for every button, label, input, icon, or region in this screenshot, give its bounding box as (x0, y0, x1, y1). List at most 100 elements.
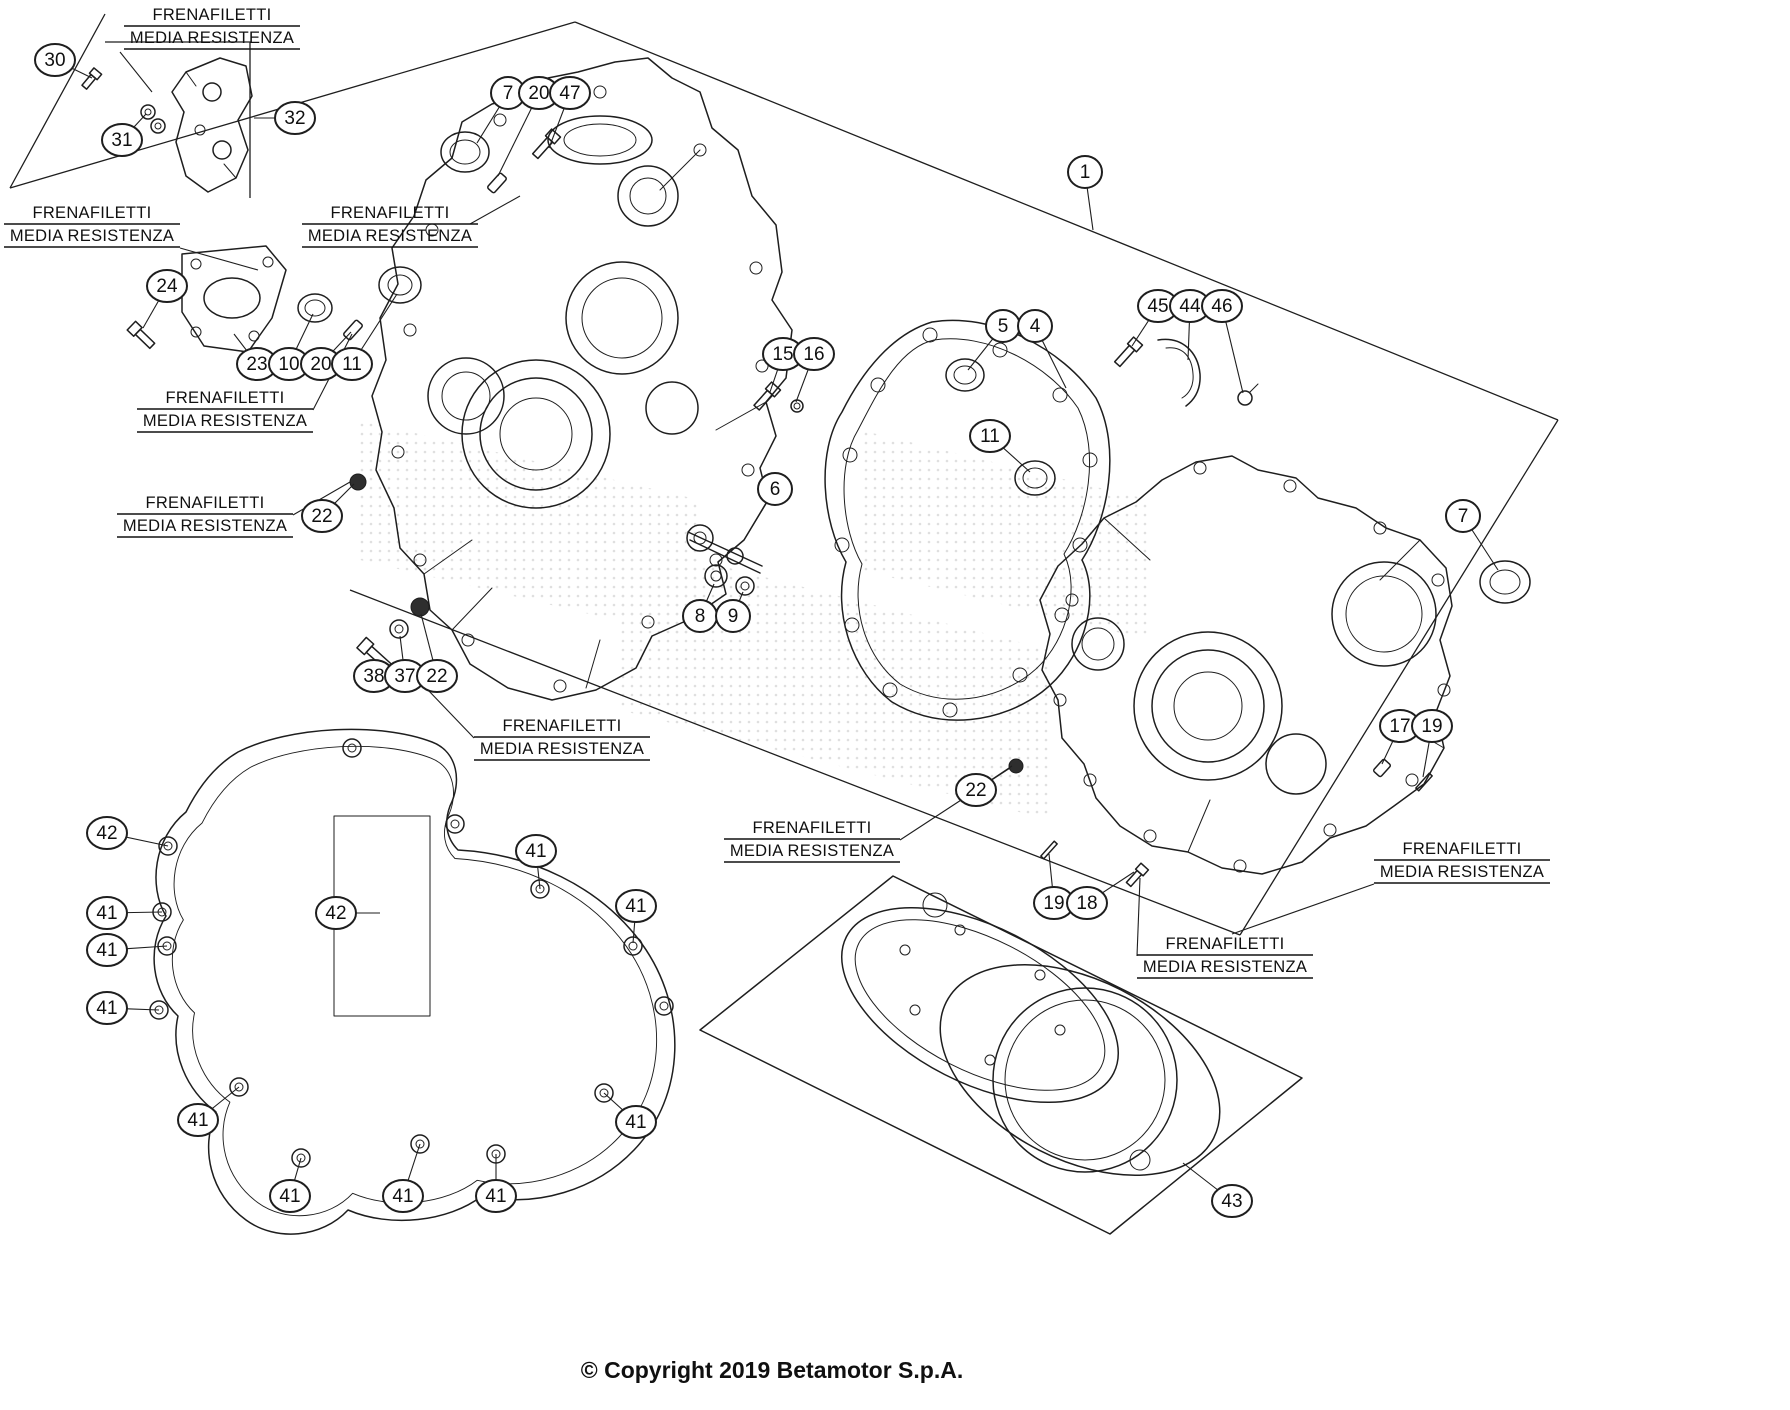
svg-text:FRENAFILETTI: FRENAFILETTI (165, 389, 284, 407)
callout-31: 31 (101, 123, 143, 157)
svg-text:8: 8 (695, 606, 706, 627)
svg-text:MEDIA RESISTENZA: MEDIA RESISTENZA (730, 842, 894, 860)
svg-text:42: 42 (96, 823, 117, 844)
svg-text:38: 38 (363, 666, 384, 687)
svg-text:FRENAFILETTI: FRENAFILETTI (752, 819, 871, 837)
svg-text:43: 43 (1221, 1191, 1242, 1212)
part-22-plug-b (410, 597, 430, 617)
part-22-plug-c (1008, 758, 1024, 774)
halftone-texture (360, 420, 1150, 820)
part-10-bushing (297, 293, 333, 323)
svg-text:MEDIA RESISTENZA: MEDIA RESISTENZA (1143, 958, 1307, 976)
callout-5: 5 (985, 309, 1021, 343)
callout-18: 18 (1066, 886, 1108, 920)
svg-text:15: 15 (772, 344, 793, 365)
svg-text:20: 20 (528, 83, 549, 104)
svg-text:MEDIA RESISTENZA: MEDIA RESISTENZA (123, 517, 287, 535)
svg-text:5: 5 (998, 316, 1009, 337)
svg-text:42: 42 (325, 903, 346, 924)
part-7-bushing-right (1479, 560, 1531, 604)
callout-19: 19 (1033, 886, 1075, 920)
callout-32: 32 (274, 101, 316, 135)
threadlock-label-7: FRENAFILETTI MEDIA RESISTENZA (724, 767, 1011, 863)
svg-text:9: 9 (728, 606, 739, 627)
callout-41: 41 (475, 1179, 517, 1213)
part-30-bolt (81, 67, 103, 90)
svg-text:41: 41 (625, 896, 646, 917)
svg-text:41: 41 (96, 940, 117, 961)
svg-text:FRENAFILETTI: FRENAFILETTI (145, 494, 264, 512)
callout-41: 41 (615, 1105, 657, 1139)
svg-text:24: 24 (156, 276, 178, 297)
svg-text:41: 41 (96, 998, 117, 1019)
svg-text:18: 18 (1076, 893, 1097, 914)
svg-text:MEDIA RESISTENZA: MEDIA RESISTENZA (308, 227, 472, 245)
svg-text:6: 6 (770, 479, 781, 500)
svg-text:FRENAFILETTI: FRENAFILETTI (502, 717, 621, 735)
svg-text:41: 41 (187, 1110, 208, 1131)
svg-text:11: 11 (980, 426, 1000, 447)
svg-text:17: 17 (1389, 716, 1410, 737)
callout-41: 41 (382, 1179, 424, 1213)
threadlock-label-6: FRENAFILETTI MEDIA RESISTENZA (427, 689, 650, 761)
svg-text:MEDIA RESISTENZA: MEDIA RESISTENZA (480, 740, 644, 758)
callout-11: 11 (331, 347, 373, 381)
svg-text:7: 7 (1458, 506, 1469, 527)
callout-10: 10 (268, 347, 310, 381)
svg-text:41: 41 (485, 1186, 506, 1207)
svg-text:FRENAFILETTI: FRENAFILETTI (152, 6, 271, 24)
callout-41: 41 (177, 1103, 219, 1137)
part-20-dowel-top (487, 172, 507, 194)
part-11-bushing-right (1014, 460, 1056, 496)
copyright-text: © Copyright 2019 Betamotor S.p.A. (581, 1357, 963, 1383)
callout-47: 47 (549, 76, 591, 110)
clutch-gasket-art (149, 728, 676, 1235)
part-22-plug-a (349, 473, 367, 491)
part-46-clip (1237, 383, 1259, 406)
part-8-washer (704, 564, 728, 588)
callout-23: 23 (236, 347, 278, 381)
part-16-washer (790, 399, 804, 413)
callout-30: 30 (34, 43, 76, 77)
svg-text:22: 22 (965, 780, 986, 801)
callout-24: 24 (146, 269, 188, 303)
callout-22: 22 (416, 659, 458, 693)
svg-text:22: 22 (426, 666, 447, 687)
part-5-bushing (945, 358, 985, 392)
svg-text:FRENAFILETTI: FRENAFILETTI (330, 204, 449, 222)
callout-4: 4 (1017, 309, 1053, 343)
svg-text:4: 4 (1030, 316, 1041, 337)
part-47-bolt (531, 128, 562, 160)
part-11-bushing-left (378, 266, 422, 304)
left-crankcase-art (371, 57, 793, 701)
callout-41: 41 (86, 991, 128, 1025)
callout-42: 42 (86, 816, 128, 850)
svg-text:1: 1 (1080, 162, 1091, 183)
callout-6: 6 (757, 472, 793, 506)
callout-9: 9 (715, 599, 751, 633)
callout-22: 22 (301, 499, 343, 533)
svg-text:44: 44 (1179, 296, 1201, 317)
part-19-pin-a (1415, 772, 1433, 792)
callout-1: 1 (1067, 155, 1103, 189)
svg-text:MEDIA RESISTENZA: MEDIA RESISTENZA (130, 29, 294, 47)
callout-42: 42 (315, 896, 357, 930)
svg-text:FRENAFILETTI: FRENAFILETTI (1402, 840, 1521, 858)
callout-41: 41 (515, 834, 557, 868)
callout-17: 17 (1379, 709, 1421, 743)
svg-text:22: 22 (311, 506, 332, 527)
svg-text:MEDIA RESISTENZA: MEDIA RESISTENZA (1380, 863, 1544, 881)
svg-text:MEDIA RESISTENZA: MEDIA RESISTENZA (10, 227, 174, 245)
callout-16: 16 (793, 337, 835, 371)
callout-46: 46 (1201, 289, 1243, 323)
part-19-pin-b (1040, 840, 1058, 860)
svg-text:19: 19 (1421, 716, 1442, 737)
svg-text:30: 30 (44, 50, 65, 71)
part-23-gasket (181, 245, 287, 353)
svg-text:7: 7 (503, 83, 514, 104)
svg-text:45: 45 (1147, 296, 1168, 317)
svg-text:41: 41 (625, 1112, 646, 1133)
svg-text:32: 32 (284, 108, 305, 129)
